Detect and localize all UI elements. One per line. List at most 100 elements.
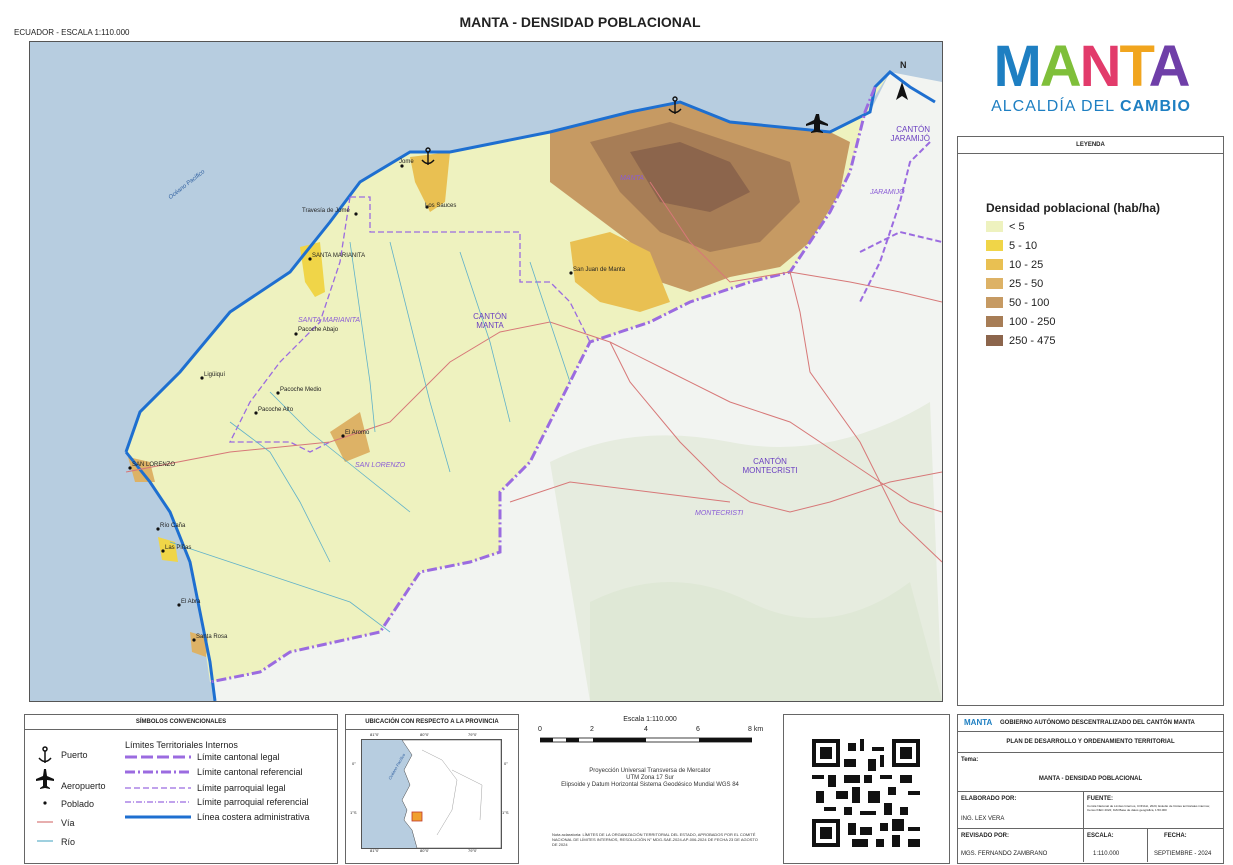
scale-bar [540, 737, 752, 743]
titleblock-gad: GOBIERNO AUTÓNOMO DESCENTRALIZADO DEL CA… [1000, 720, 1195, 726]
elaborado-value: ING. LEX VERA [961, 816, 1005, 822]
legend-swatch [986, 240, 1003, 251]
fecha-label: FECHA: [1164, 833, 1187, 839]
logo-letter: N [1079, 34, 1122, 99]
legend-item: < 5 [986, 221, 1025, 235]
scale-tick: 2 [590, 726, 594, 733]
airplane-icon [36, 769, 54, 789]
legend-swatch [986, 259, 1003, 270]
minimap-province-line [451, 769, 483, 821]
titleblock-gad-row: MANTA GOBIERNO AUTÓNOMO DESCENTRALIZADO … [958, 715, 1223, 732]
symbols-icons [36, 746, 54, 842]
limits-title: Límites Territoriales Internos [125, 740, 238, 750]
legend-item: 250 - 475 [986, 335, 1055, 349]
legend-swatch [986, 221, 1003, 232]
limits-note: Nota aclaratoria: LÍMITES DE LA ORGANIZA… [552, 832, 758, 847]
scale-block: Escala 1:110.000 0 2 4 6 8 km Proyección… [528, 714, 772, 862]
symbol-label: Aeropuerto [61, 781, 106, 791]
qr-panel [783, 714, 950, 864]
symbol-label: Poblado [61, 799, 95, 809]
legend-swatch [986, 316, 1003, 327]
fuente-value: Comité Nacional de Límites Internos, CON… [1087, 804, 1210, 812]
scale-tick: 4 [644, 726, 648, 733]
port-anchor-icon [421, 147, 435, 165]
canton-limit [859, 230, 942, 253]
parish-limit [350, 196, 591, 343]
scale-tick: 0 [538, 726, 542, 733]
titleblock-plan: PLAN DE DESARROLLO Y ORDENAMIENTO TERRIT… [1006, 739, 1175, 745]
legend-panel: LEYENDA Densidad poblacional (hab/ha) < … [957, 136, 1224, 706]
canton-label: CANTÓN JARAMIJÓ [890, 125, 930, 143]
parish-label: SANTA MARIANITA [298, 317, 361, 324]
escala-label: ESCALA: [1087, 833, 1114, 839]
tema-value: MANTA - DENSIDAD POBLACIONAL [1038, 776, 1143, 782]
parish-limit [228, 196, 351, 453]
symbol-label: Río [61, 837, 76, 847]
place-label: Pacoche Medio [280, 387, 322, 393]
airport-airplane-icon [806, 114, 828, 133]
place-label: Travesía de Jome [302, 208, 350, 214]
scale-title: Escala 1:110.000 [623, 716, 677, 723]
limit-label: Límite parroquial legal [197, 783, 286, 793]
titleblock-divider [1147, 829, 1148, 862]
titleblock-elaborado-row: ELABORADO POR: ING. LEX VERA FUENTE: Com… [958, 792, 1223, 829]
logo-wordmark: MANTA [986, 36, 1196, 98]
canton-limit [859, 141, 931, 303]
place-label: SAN LORENZO [132, 462, 176, 468]
location-header: UBICACIÓN CON RESPECTO A LA PROVINCIA [346, 715, 518, 730]
lat-tick: 1°S [502, 810, 509, 815]
symbols-header: SÍMBOLOS CONVENCIONALES [25, 715, 337, 730]
logo-tagline: ALCALDÍA DEL CAMBIO [991, 98, 1191, 115]
limit-label: Límite cantonal legal [197, 752, 280, 762]
legend-item: 100 - 250 [986, 316, 1055, 330]
lon-tick: 80°0' [420, 732, 430, 737]
parish-label: JARAMIJÓ [870, 189, 905, 196]
place-label: Pacoche Abajo [298, 327, 339, 333]
lon-tick: 81°0' [370, 732, 380, 737]
river [529, 261, 571, 383]
logo-letter: M [993, 34, 1041, 99]
map-canvas [30, 42, 942, 701]
escala-value: 1:110.000 [1093, 851, 1120, 857]
canton-label: CANTÓN MONTECRISTI [742, 457, 798, 475]
titleblock-divider [1083, 829, 1084, 862]
lat-tick: 1°S [350, 810, 357, 815]
density-max-area [630, 142, 750, 212]
qr-code-icon [812, 739, 920, 847]
logo-letter: A [1039, 34, 1082, 99]
location-minimap: Océano Pacífico [361, 739, 502, 849]
map-subtitle: ECUADOR - ESCALA 1:110.000 [14, 28, 130, 37]
lon-tick: 79°0' [468, 848, 478, 853]
titleblock-revisado-row: REVISADO POR: MGS. FERNANDO ZAMBRANO ESC… [958, 829, 1223, 862]
place-label: El Abra [181, 599, 201, 605]
revisado-label: REVISADO POR: [961, 833, 1010, 839]
river [389, 241, 451, 473]
symbols-panel: SÍMBOLOS CONVENCIONALES Puerto Aeropuert… [24, 714, 338, 864]
fecha-value: SEPTIEMBRE - 2024 [1154, 851, 1212, 857]
place-label: Ligüiquí [204, 372, 226, 378]
place-label: El Aromo [345, 430, 370, 436]
river [459, 251, 511, 423]
legend-item: 25 - 50 [986, 278, 1043, 292]
place-label: Las Piñas [165, 545, 192, 551]
titleblock-panel: MANTA GOBIERNO AUTÓNOMO DESCENTRALIZADO … [957, 714, 1224, 864]
anchor-icon [38, 746, 52, 763]
lon-tick: 79°0' [468, 732, 478, 737]
density-medium-area [410, 152, 450, 212]
place-label: Los Sauces [425, 203, 457, 209]
river [349, 241, 376, 433]
place-label: Pacoche Alto [258, 407, 294, 413]
parish-label: MANTA [620, 175, 644, 182]
density-medium-area [330, 412, 370, 462]
map-view[interactable]: N Océano Pacífico CANTÓN MANTA CANTÓN MO… [29, 41, 943, 702]
symbol-label: Puerto [61, 750, 88, 760]
legend-header: LEYENDA [958, 137, 1223, 154]
river [229, 421, 331, 563]
road [789, 271, 942, 303]
terrain-relief [590, 582, 942, 701]
port-anchor-icon [668, 96, 682, 114]
north-label: N [900, 60, 907, 70]
tema-label: Tema: [961, 757, 979, 763]
logo-letter: T [1119, 34, 1151, 99]
map-title: MANTA - DENSIDAD POBLACIONAL [459, 14, 701, 30]
